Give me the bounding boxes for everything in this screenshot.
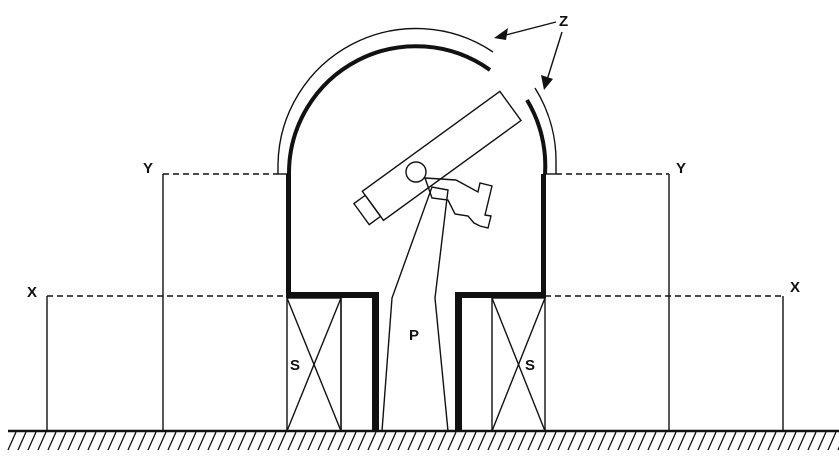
support-room-right xyxy=(491,297,546,432)
telescope-pier xyxy=(381,186,449,432)
level-y-outline xyxy=(162,173,670,431)
ground xyxy=(7,429,839,451)
label-s-left: S xyxy=(290,357,300,374)
telescope xyxy=(352,90,522,229)
label-p: P xyxy=(409,327,419,344)
label-y-right: Y xyxy=(676,160,686,177)
label-y-left: Y xyxy=(143,160,153,177)
z-arrows xyxy=(494,21,563,90)
level-x-outline xyxy=(46,295,784,431)
label-z: Z xyxy=(559,13,568,30)
label-s-right: S xyxy=(525,357,535,374)
label-x-left: X xyxy=(27,284,37,301)
support-room-left xyxy=(286,297,342,432)
dome xyxy=(277,27,557,175)
observatory-walls xyxy=(286,174,546,431)
label-x-right: X xyxy=(790,279,800,296)
